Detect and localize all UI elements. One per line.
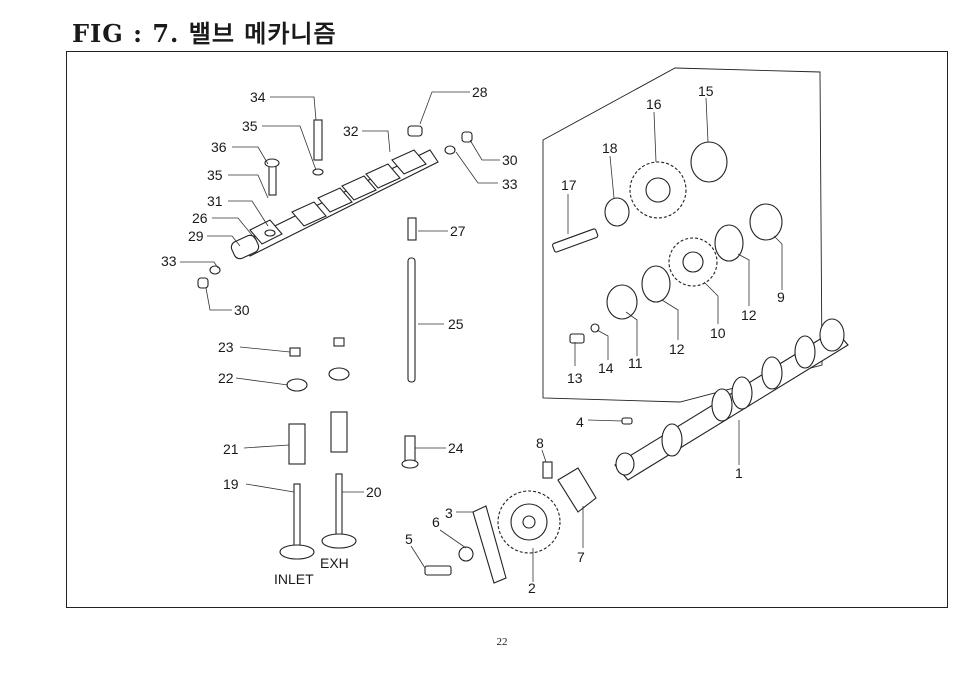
callout: 24	[448, 440, 464, 456]
washer-35a	[264, 229, 276, 237]
idler-gear-assembly	[552, 141, 783, 344]
push-rod	[407, 257, 416, 383]
retainer-exh	[328, 367, 350, 381]
shim-12b	[641, 265, 671, 303]
snap-ring-33	[444, 145, 456, 155]
callout: 14	[598, 360, 614, 376]
callout: 5	[405, 531, 413, 547]
callout: 17	[561, 177, 577, 193]
callout: 25	[448, 316, 464, 332]
callout: 28	[472, 84, 488, 100]
key-4	[621, 417, 633, 425]
callout: 34	[250, 89, 266, 105]
callout: 23	[218, 339, 234, 355]
callout: 27	[450, 223, 466, 239]
callout: 7	[577, 549, 585, 565]
callout: 26	[192, 210, 208, 226]
retainer-inlet	[286, 378, 308, 392]
valve-components	[279, 337, 419, 560]
callout: 29	[188, 228, 204, 244]
bolt-8	[542, 461, 553, 479]
subassembly-outline	[542, 67, 823, 403]
spring-exh	[330, 411, 348, 453]
callout: 21	[223, 441, 239, 457]
gasket-7	[557, 467, 597, 513]
callout: 2	[528, 580, 536, 596]
valve-keeper-inlet	[289, 347, 301, 357]
cam-gear-assembly	[424, 461, 597, 584]
callout: 31	[207, 193, 223, 209]
bolt-34	[313, 119, 323, 161]
callout: 3	[445, 505, 453, 521]
cap-30b	[197, 277, 209, 289]
callout: 6	[432, 514, 440, 530]
bolt-5	[424, 565, 452, 576]
callout: 9	[777, 289, 785, 305]
figure-title: FIG : 7. 밸브 메카니즘	[72, 19, 337, 48]
shaft-9	[749, 203, 783, 241]
thrust-plate-3	[472, 505, 507, 584]
caption-inlet: INLET	[274, 571, 314, 587]
nut-28	[407, 125, 423, 137]
callout: 13	[567, 370, 583, 386]
hub-15	[690, 141, 728, 183]
spring-inlet	[288, 423, 306, 465]
bolt-13	[569, 333, 585, 344]
valve-stem-exh	[335, 473, 343, 537]
washer-6	[458, 546, 474, 562]
snap-ring-33b	[209, 265, 221, 275]
callout: 20	[366, 484, 382, 500]
callout: 16	[646, 96, 662, 112]
valve-keeper-exh	[333, 337, 345, 347]
callout-labels: 1 2 3 4 5 6 7 8 9 10 11 12 12 13 14 15 1…	[161, 83, 785, 596]
shim-12a	[714, 224, 744, 262]
callout: 12	[669, 341, 685, 357]
leader-lines	[180, 91, 783, 582]
callout: 22	[218, 370, 234, 386]
valve-stem-inlet	[293, 483, 301, 547]
callout: 19	[223, 476, 239, 492]
callout: 1	[735, 465, 743, 481]
callout: 18	[602, 140, 618, 156]
callout: 12	[741, 307, 757, 323]
bolt-17	[552, 228, 599, 253]
bolt-36	[268, 164, 277, 196]
figure-frame	[66, 51, 948, 608]
callout: 32	[343, 123, 359, 139]
valve-head-exh	[321, 533, 357, 549]
washer-35b	[312, 168, 324, 176]
page-number: 22	[496, 636, 508, 648]
callout: 30	[502, 152, 518, 168]
callout: 11	[628, 355, 643, 371]
callout: 15	[698, 83, 714, 99]
camshaft	[614, 318, 849, 481]
callout: 36	[211, 139, 227, 155]
callout: 10	[710, 325, 726, 341]
callout: 8	[536, 435, 544, 451]
callout: 35	[242, 118, 258, 134]
callout: 4	[576, 414, 584, 430]
callout: 33	[502, 176, 518, 192]
callout: 33	[161, 253, 177, 269]
plate-11	[606, 284, 638, 320]
callout: 30	[234, 302, 250, 318]
caption-exh: EXH	[320, 555, 349, 571]
rocker-shaft-assembly	[197, 119, 473, 289]
callout: 35	[207, 167, 223, 183]
cap-30	[461, 131, 473, 143]
adjust-screw-27	[407, 217, 417, 241]
rocker-arm-end	[230, 234, 260, 260]
washer-18	[604, 197, 630, 227]
valve-head-inlet	[279, 544, 315, 560]
